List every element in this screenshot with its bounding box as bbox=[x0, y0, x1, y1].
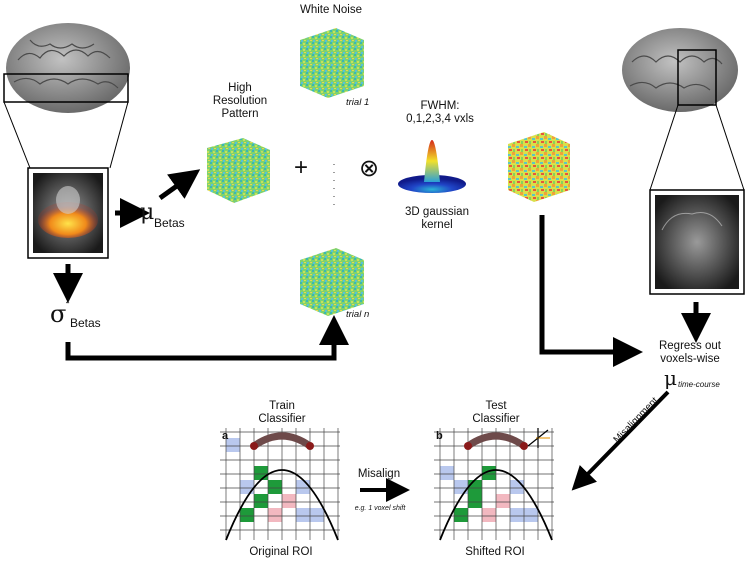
arrow-cube-to-regress bbox=[539, 215, 643, 367]
arrow-mu-to-pattern bbox=[158, 169, 201, 201]
test-classifier-label: Test Classifier bbox=[472, 400, 520, 425]
mu-betas-symbol: μ bbox=[140, 200, 155, 225]
vertical-dots: · · · · · · bbox=[332, 159, 336, 209]
panel-b-grid bbox=[434, 428, 554, 541]
misalignment-arrow bbox=[571, 390, 670, 491]
kernel-label: 3D gaussian kernel bbox=[405, 206, 469, 231]
activation-scan-image bbox=[27, 167, 109, 259]
misalign-label: Misalign bbox=[357, 468, 401, 480]
trial-n-label: trial n bbox=[346, 309, 370, 320]
white-noise-cube-trial-n bbox=[300, 248, 364, 316]
panel-b-letter: b bbox=[436, 430, 443, 442]
fwhm-label: FWHM: 0,1,2,3,4 vxls bbox=[406, 100, 474, 125]
voxel-shift-label: e.g. 1 voxel shift bbox=[354, 505, 406, 512]
arrow-sigma-to-trial-n bbox=[65, 315, 349, 361]
right-scan-image bbox=[649, 189, 745, 295]
train-classifier-label: Train Classifier bbox=[258, 400, 306, 425]
sigma-betas-subscript: Betas bbox=[70, 316, 101, 330]
convolution-operator: ⊗ bbox=[358, 154, 380, 182]
axes-orientation-icon bbox=[527, 428, 550, 448]
white-noise-cube-trial-1 bbox=[300, 28, 364, 98]
mu-betas-subscript: Betas bbox=[154, 216, 185, 230]
plus-operator: + bbox=[293, 154, 308, 181]
left-brain-image bbox=[3, 23, 130, 169]
left-brain-slice-box bbox=[3, 73, 129, 103]
smoothed-pattern-cube bbox=[508, 132, 570, 202]
gaussian-kernel-plot bbox=[398, 140, 466, 193]
sigma-superscript: ² bbox=[66, 298, 70, 309]
panel-a-grid bbox=[220, 428, 340, 541]
right-brain-image bbox=[622, 28, 745, 191]
mu-time-course-symbol: μ bbox=[664, 366, 677, 390]
white-noise-label: White Noise bbox=[300, 4, 362, 16]
panel-a-letter: a bbox=[222, 430, 229, 442]
high-resolution-pattern-label: High Resolution Pattern bbox=[212, 82, 268, 120]
original-roi-label: Original ROI bbox=[249, 546, 313, 558]
time-course-subscript: time-course bbox=[678, 380, 720, 389]
high-resolution-pattern-cube bbox=[206, 138, 271, 203]
trial-1-label: trial 1 bbox=[346, 97, 370, 108]
sigma-betas-symbol: σ bbox=[50, 300, 67, 328]
regress-out-label: Regress out voxels-wise bbox=[658, 340, 721, 365]
shifted-roi-label: Shifted ROI bbox=[465, 546, 525, 558]
right-brain-region-box bbox=[677, 49, 717, 106]
